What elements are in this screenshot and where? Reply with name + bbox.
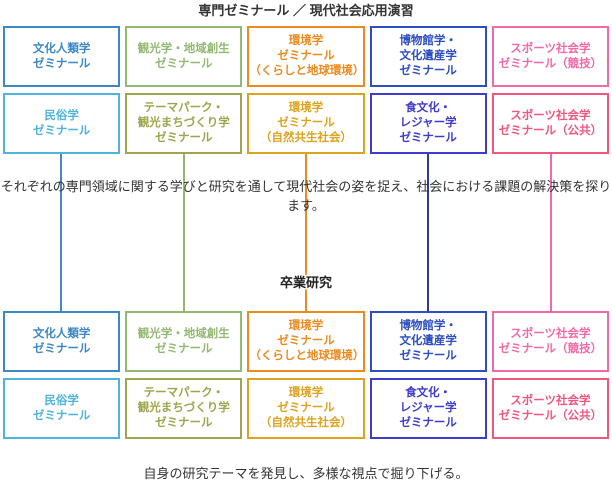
seminar-box-sports-sociology-public: スポーツ社会学 ゼミナール（公共）: [491, 378, 609, 439]
seminar-box-museum-cultural-heritage: 博物館学・ 文化遺産学 ゼミナール: [369, 311, 487, 372]
phase-description: それぞれの専門領域に関する学びと研究を通して現代社会の姿を捉え、社会における課題…: [0, 179, 612, 213]
seminar-box-environment-living-global: 環境学 ゼミナール （くらしと地球環境）: [247, 311, 365, 372]
seminar-grid-top-phase: 文化人類学 ゼミナール 観光学・地域創生 ゼミナール 環境学 ゼミナール （くら…: [0, 26, 612, 154]
seminar-box-environment-nature-symbiosis: 環境学 ゼミナール （自然共生社会）: [247, 93, 365, 154]
seminar-box-sports-sociology-competition: スポーツ社会学 ゼミナール（競技）: [491, 311, 609, 372]
footer-note: 自身の研究テーマを発見し、多様な視点で掘り下げる。: [143, 466, 469, 481]
seminar-box-food-culture-leisure: 食文化・ レジャー学 ゼミナール: [369, 378, 487, 439]
seminar-box-themepark-town-planning: テーマパーク・ 観光まちづくり学 ゼミナール: [125, 378, 243, 439]
seminar-box-cultural-anthropology: 文化人類学 ゼミナール: [3, 26, 121, 87]
connector-zone: それぞれの専門領域に関する学びと研究を通して現代社会の姿を捉え、社会における課題…: [0, 154, 612, 311]
connector-line-5: [549, 154, 552, 311]
seminar-box-food-culture-leisure: 食文化・ レジャー学 ゼミナール: [369, 93, 487, 154]
curriculum-diagram: 専門ゼミナール ／ 現代社会応用演習 文化人類学 ゼミナール 観光学・地域創生 …: [0, 3, 612, 481]
seminar-box-museum-cultural-heritage: 博物館学・ 文化遺産学 ゼミナール: [369, 26, 487, 87]
seminar-grid-graduation-phase: 文化人類学 ゼミナール 観光学・地域創生 ゼミナール 環境学 ゼミナール （くら…: [0, 311, 612, 439]
seminar-box-sports-sociology-public: スポーツ社会学 ゼミナール（公共）: [491, 93, 609, 154]
seminar-box-cultural-anthropology: 文化人類学 ゼミナール: [3, 311, 121, 372]
connector-line-1: [60, 154, 63, 311]
connector-line-2: [182, 154, 185, 311]
connector-line-4: [427, 154, 430, 311]
seminar-box-tourism-regional-creation: 観光学・地域創生 ゼミナール: [125, 26, 243, 87]
seminar-box-environment-nature-symbiosis: 環境学 ゼミナール （自然共生社会）: [247, 378, 365, 439]
connector-line-3: [305, 154, 307, 311]
seminar-box-environment-living-global: 環境学 ゼミナール （くらしと地球環境）: [247, 26, 365, 87]
seminar-box-sports-sociology-competition: スポーツ社会学 ゼミナール（競技）: [491, 26, 609, 87]
graduation-research-label: 卒業研究: [279, 275, 332, 290]
seminar-box-tourism-regional-creation: 観光学・地域創生 ゼミナール: [125, 311, 243, 372]
seminar-box-folklore: 民俗学 ゼミナール: [3, 93, 121, 154]
page-title: 専門ゼミナール ／ 現代社会応用演習: [198, 3, 414, 18]
seminar-box-themepark-town-planning: テーマパーク・ 観光まちづくり学 ゼミナール: [125, 93, 243, 154]
seminar-box-folklore: 民俗学 ゼミナール: [3, 378, 121, 439]
